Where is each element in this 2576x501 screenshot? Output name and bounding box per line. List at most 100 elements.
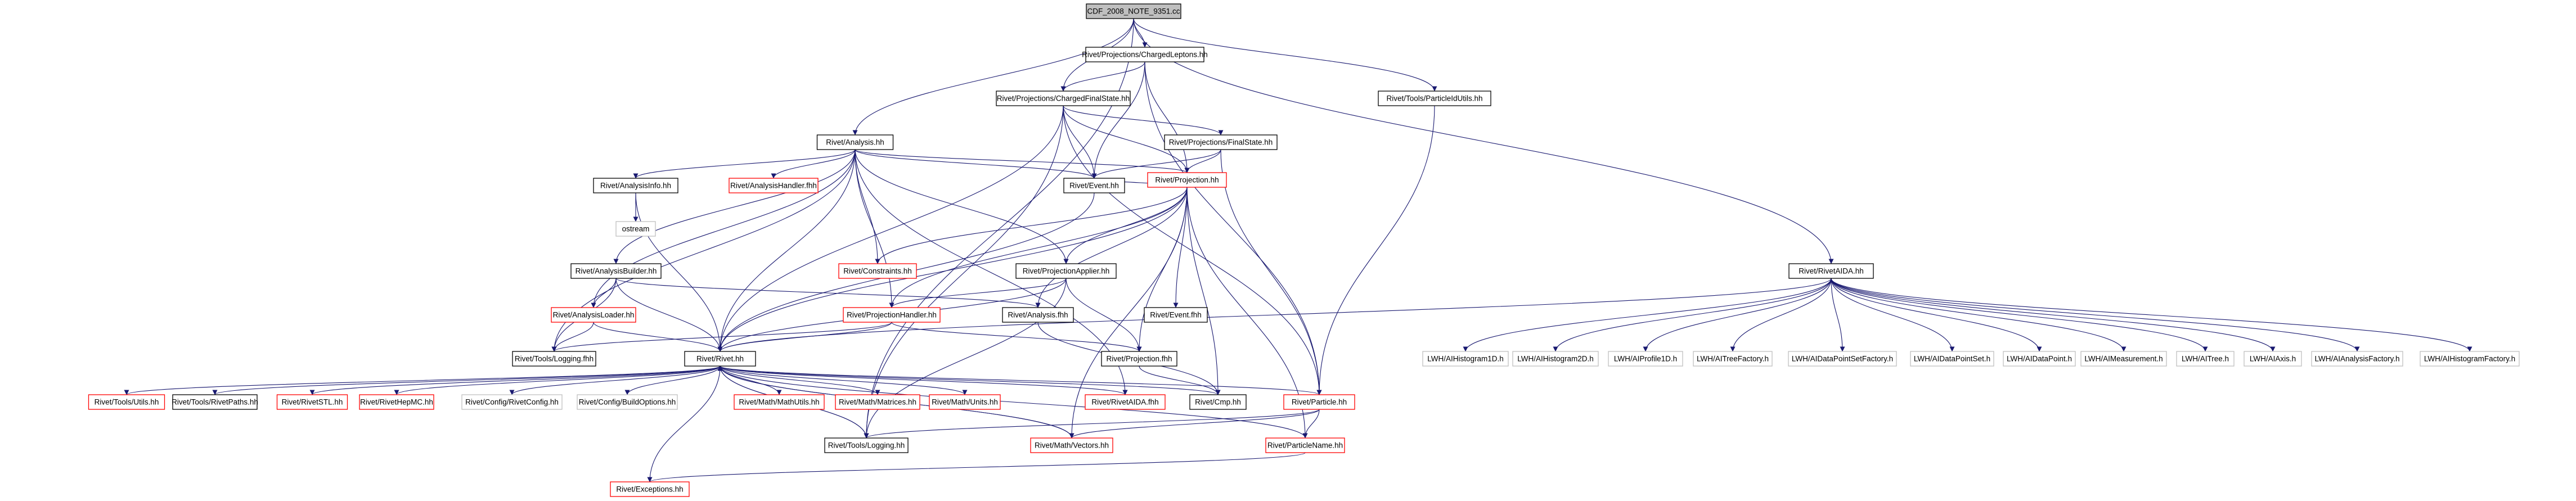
node-box — [1147, 172, 1227, 188]
node-box — [2003, 351, 2076, 367]
node-label: LWH/AIHistogram1D.h — [1427, 355, 1504, 363]
edge-n20-to-n33 — [720, 365, 1322, 395]
node-box — [729, 178, 819, 193]
node-label: Rivet/Analysis.hh — [826, 138, 884, 147]
node-rivet-constraints-hh[interactable]: Rivet/Constraints.hh — [838, 263, 917, 279]
node-label: Rivet/Cmp.hh — [1195, 398, 1241, 407]
node-label: Rivet/Projection.hh — [1155, 176, 1219, 184]
node-rivet-projection-hh[interactable]: Rivet/Projection.hh — [1147, 172, 1227, 188]
node-lwh-aidatapointsetfactory-h: LWH/AIDataPointSetFactory.h — [1788, 351, 1897, 367]
edge-n10-to-n35 — [1069, 187, 1188, 439]
node-label: Rivet/RivetAIDA.fhh — [1091, 398, 1158, 407]
node-box — [1015, 263, 1117, 279]
edge-n5-to-n10 — [1184, 149, 1221, 173]
edge-n33-to-n36 — [1302, 409, 1320, 439]
node-label: Rivet/Tools/ParticleIdUtils.hh — [1386, 94, 1482, 103]
node-rivet-analysishandler-fhh[interactable]: Rivet/AnalysisHandler.fhh — [729, 178, 819, 193]
edge-n12-to-n14 — [591, 278, 617, 308]
node-rivet-tools-logging-hh[interactable]: Rivet/Tools/Logging.hh — [824, 437, 909, 453]
node-cdf-2008-note-9351-cc[interactable]: CDF_2008_NOTE_9351.cc — [1086, 3, 1181, 19]
node-box — [1788, 263, 1874, 279]
node-rivet-rivetstl-hh[interactable]: Rivet/RivetSTL.hh — [276, 394, 348, 410]
edge-n18-to-n45 — [1831, 278, 2127, 352]
node-rivet-tools-logging-fhh[interactable]: Rivet/Tools/Logging.fhh — [512, 351, 596, 367]
node-rivet-analysisloader-hh[interactable]: Rivet/AnalysisLoader.hh — [551, 307, 636, 323]
edge-n4-to-n6 — [633, 149, 856, 179]
node-box — [1085, 47, 1204, 62]
node-label: Rivet/Constraints.hh — [843, 267, 912, 276]
edge-n10-to-n11 — [875, 187, 1188, 264]
node-rivet-analysisbuilder-hh[interactable]: Rivet/AnalysisBuilder.hh — [570, 263, 662, 279]
node-label: Rivet/Exceptions.hh — [616, 485, 683, 494]
node-rivet-math-units-hh[interactable]: Rivet/Math/Units.hh — [929, 394, 1001, 410]
node-rivet-rivet-hh[interactable]: Rivet/Rivet.hh — [684, 351, 756, 367]
node-label: Rivet/Tools/Utils.hh — [95, 398, 159, 407]
node-box — [1030, 437, 1113, 453]
node-label: Rivet/RivetAIDA.hh — [1799, 267, 1864, 276]
edge-n18-to-n48 — [1831, 278, 2360, 352]
node-rivet-projections-chargedfinalstate-hh[interactable]: Rivet/Projections/ChargedFinalState.hh — [996, 91, 1131, 106]
edge-n18-to-n41 — [1730, 278, 1832, 352]
node-rivet-projections-chargedleptons-hh[interactable]: Rivet/Projections/ChargedLeptons.hh — [1082, 47, 1208, 62]
node-box — [1164, 134, 1278, 150]
node-rivet-rivetaida-fhh[interactable]: Rivet/RivetAIDA.fhh — [1085, 394, 1166, 410]
edge-n1-to-n33 — [1144, 61, 1322, 395]
node-label: Rivet/Event.hh — [1069, 182, 1119, 190]
edge-n13-to-n21 — [1066, 278, 1142, 352]
node-rivet-config-rivetconfig-hh: Rivet/Config/RivetConfig.hh — [461, 394, 563, 410]
node-rivet-projection-fhh[interactable]: Rivet/Projection.fhh — [1101, 351, 1177, 367]
node-box — [1101, 351, 1177, 367]
node-box — [1422, 351, 1509, 367]
node-rivet-tools-rivetpaths-hh[interactable]: Rivet/Tools/RivetPaths.hh — [172, 394, 258, 410]
node-label: Rivet/Math/Vectors.hh — [1035, 441, 1109, 450]
node-label: Rivet/AnalysisHandler.fhh — [730, 182, 817, 190]
node-rivet-tools-particleidutils-hh[interactable]: Rivet/Tools/ParticleIdUtils.hh — [1378, 91, 1491, 106]
node-rivet-projectionhandler-hh[interactable]: Rivet/ProjectionHandler.hh — [843, 307, 941, 323]
node-box — [88, 394, 165, 410]
node-rivet-math-vectors-hh[interactable]: Rivet/Math/Vectors.hh — [1030, 437, 1113, 453]
node-label: LWH/AITree.h — [2182, 355, 2229, 363]
node-rivet-tools-utils-hh[interactable]: Rivet/Tools/Utils.hh — [88, 394, 165, 410]
node-box — [684, 351, 756, 367]
node-rivet-math-mathutils-hh[interactable]: Rivet/Math/MathUtils.hh — [734, 394, 825, 410]
node-rivet-rivethepmc-hh[interactable]: Rivet/RivetHepMC.hh — [359, 394, 434, 410]
edge-n18-to-n42 — [1831, 278, 1845, 352]
node-lwh-aidatapointset-h: LWH/AIDataPointSet.h — [1910, 351, 1994, 367]
node-label: Rivet/Rivet.hh — [696, 355, 744, 363]
node-box — [816, 134, 894, 150]
edge-n4-to-n15 — [855, 149, 894, 308]
node-rivet-particle-hh[interactable]: Rivet/Particle.hh — [1283, 394, 1355, 410]
node-rivet-particlename-hh[interactable]: Rivet/ParticleName.hh — [1265, 437, 1345, 453]
edge-n14-to-n19 — [551, 322, 594, 352]
node-label: Rivet/Math/Units.hh — [932, 398, 998, 407]
node-box — [838, 263, 917, 279]
edge-n20-to-n27 — [624, 365, 721, 395]
node-rivet-analysis-hh[interactable]: Rivet/Analysis.hh — [816, 134, 894, 150]
node-rivet-rivetaida-hh[interactable]: Rivet/RivetAIDA.hh — [1788, 263, 1874, 279]
edge-n10-to-n17 — [1173, 187, 1188, 308]
node-rivet-event-fhh[interactable]: Rivet/Event.fhh — [1144, 307, 1208, 323]
node-rivet-cmp-hh[interactable]: Rivet/Cmp.hh — [1189, 394, 1247, 410]
edge-n20-to-n37 — [647, 365, 721, 482]
node-rivet-projectionapplier-hh[interactable]: Rivet/ProjectionApplier.hh — [1015, 263, 1117, 279]
node-rivet-event-hh[interactable]: Rivet/Event.hh — [1063, 178, 1125, 193]
node-box — [1265, 437, 1345, 453]
edge-n1-to-n10 — [1144, 61, 1190, 173]
node-rivet-analysis-fhh[interactable]: Rivet/Analysis.fhh — [1002, 307, 1074, 323]
edge-n15-to-n21 — [891, 322, 1142, 352]
node-rivet-exceptions-hh[interactable]: Rivet/Exceptions.hh — [610, 481, 690, 497]
node-lwh-aianalysisfactory-h: LWH/AIAnalysisFactory.h — [2311, 351, 2403, 367]
node-rivet-math-matrices-hh[interactable]: Rivet/Math/Matrices.hh — [835, 394, 920, 410]
edge-n2-to-n33 — [1063, 105, 1322, 395]
node-label: LWH/AIProfile1D.h — [1614, 355, 1677, 363]
node-label: LWH/AIHistogramFactory.h — [2424, 355, 2515, 363]
node-lwh-aiaxis-h: LWH/AIAxis.h — [2244, 351, 2302, 367]
edge-layer — [124, 18, 2472, 482]
node-rivet-analysisinfo-hh[interactable]: Rivet/AnalysisInfo.hh — [593, 178, 678, 193]
edge-n2-to-n20 — [717, 105, 1064, 352]
node-rivet-projections-finalstate-hh[interactable]: Rivet/Projections/FinalState.hh — [1164, 134, 1278, 150]
node-label: LWH/AIDataPointSetFactory.h — [1792, 355, 1893, 363]
node-box — [593, 178, 678, 193]
edge-n5-to-n33 — [1220, 149, 1322, 395]
